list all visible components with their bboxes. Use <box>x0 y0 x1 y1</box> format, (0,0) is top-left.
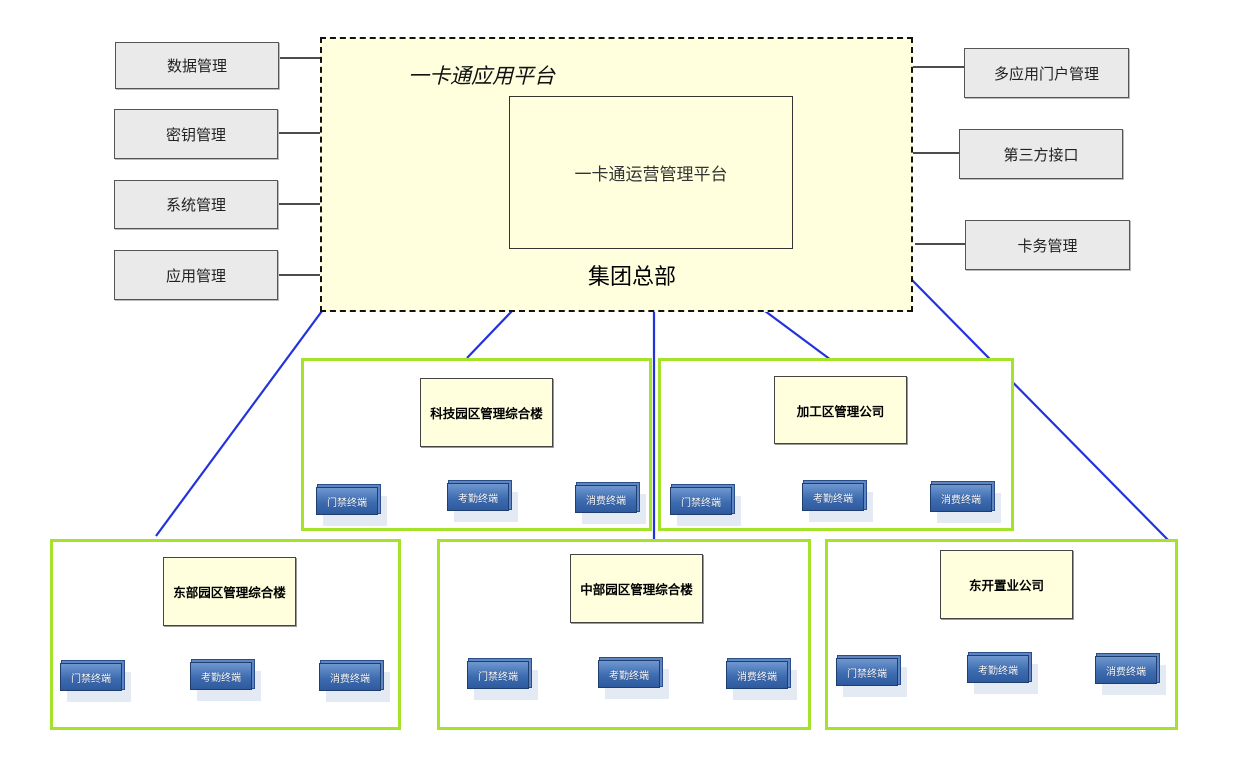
hq-label: 集团总部 <box>588 265 677 290</box>
terminal-access-control[interactable]: 门禁终端 <box>467 661 529 689</box>
terminal-attendance[interactable]: 考勤终端 <box>447 483 509 511</box>
hq-to-site-jiagong <box>764 310 832 361</box>
terminal-payment[interactable]: 消费终端 <box>575 485 637 513</box>
site-node-west[interactable]: 东部园区管理综合楼 <box>163 557 296 626</box>
module-key-mgmt[interactable]: 密钥管理 <box>114 109 278 159</box>
terminal-payment[interactable]: 消费终端 <box>319 663 381 691</box>
site-node-central[interactable]: 中部园区管理综合楼 <box>570 554 703 623</box>
terminal-access-control[interactable]: 门禁终端 <box>60 663 122 691</box>
module-card-mgmt[interactable]: 卡务管理 <box>965 220 1130 270</box>
terminal-attendance[interactable]: 考勤终端 <box>598 660 660 688</box>
terminal-payment[interactable]: 消费终端 <box>1095 656 1157 684</box>
terminal-payment[interactable]: 消费终端 <box>930 484 992 512</box>
terminal-access-control[interactable]: 门禁终端 <box>836 658 898 686</box>
module-data-mgmt[interactable]: 数据管理 <box>115 42 279 89</box>
terminal-attendance[interactable]: 考勤终端 <box>190 662 252 690</box>
terminal-access-control[interactable]: 门禁终端 <box>316 487 378 515</box>
site-node-keji[interactable]: 科技园区管理综合楼 <box>420 378 553 447</box>
platform-title: 一卡通应用平台 <box>408 64 555 88</box>
module-third-party-api[interactable]: 第三方接口 <box>959 129 1123 179</box>
module-portal-mgmt[interactable]: 多应用门户管理 <box>964 48 1129 98</box>
site-node-jiagong[interactable]: 加工区管理公司 <box>774 376 907 444</box>
terminal-attendance[interactable]: 考勤终端 <box>967 655 1029 683</box>
module-app-mgmt[interactable]: 应用管理 <box>114 250 278 300</box>
site-node-dongkai[interactable]: 东开置业公司 <box>940 550 1073 619</box>
terminal-access-control[interactable]: 门禁终端 <box>670 487 732 515</box>
terminal-payment[interactable]: 消费终端 <box>726 661 788 689</box>
operations-platform-box[interactable]: 一卡通运营管理平台 <box>509 96 793 249</box>
hq-to-site-west <box>155 310 323 537</box>
hq-to-site-keji <box>466 310 513 359</box>
terminal-attendance[interactable]: 考勤终端 <box>802 483 864 511</box>
module-system-mgmt[interactable]: 系统管理 <box>114 180 278 229</box>
